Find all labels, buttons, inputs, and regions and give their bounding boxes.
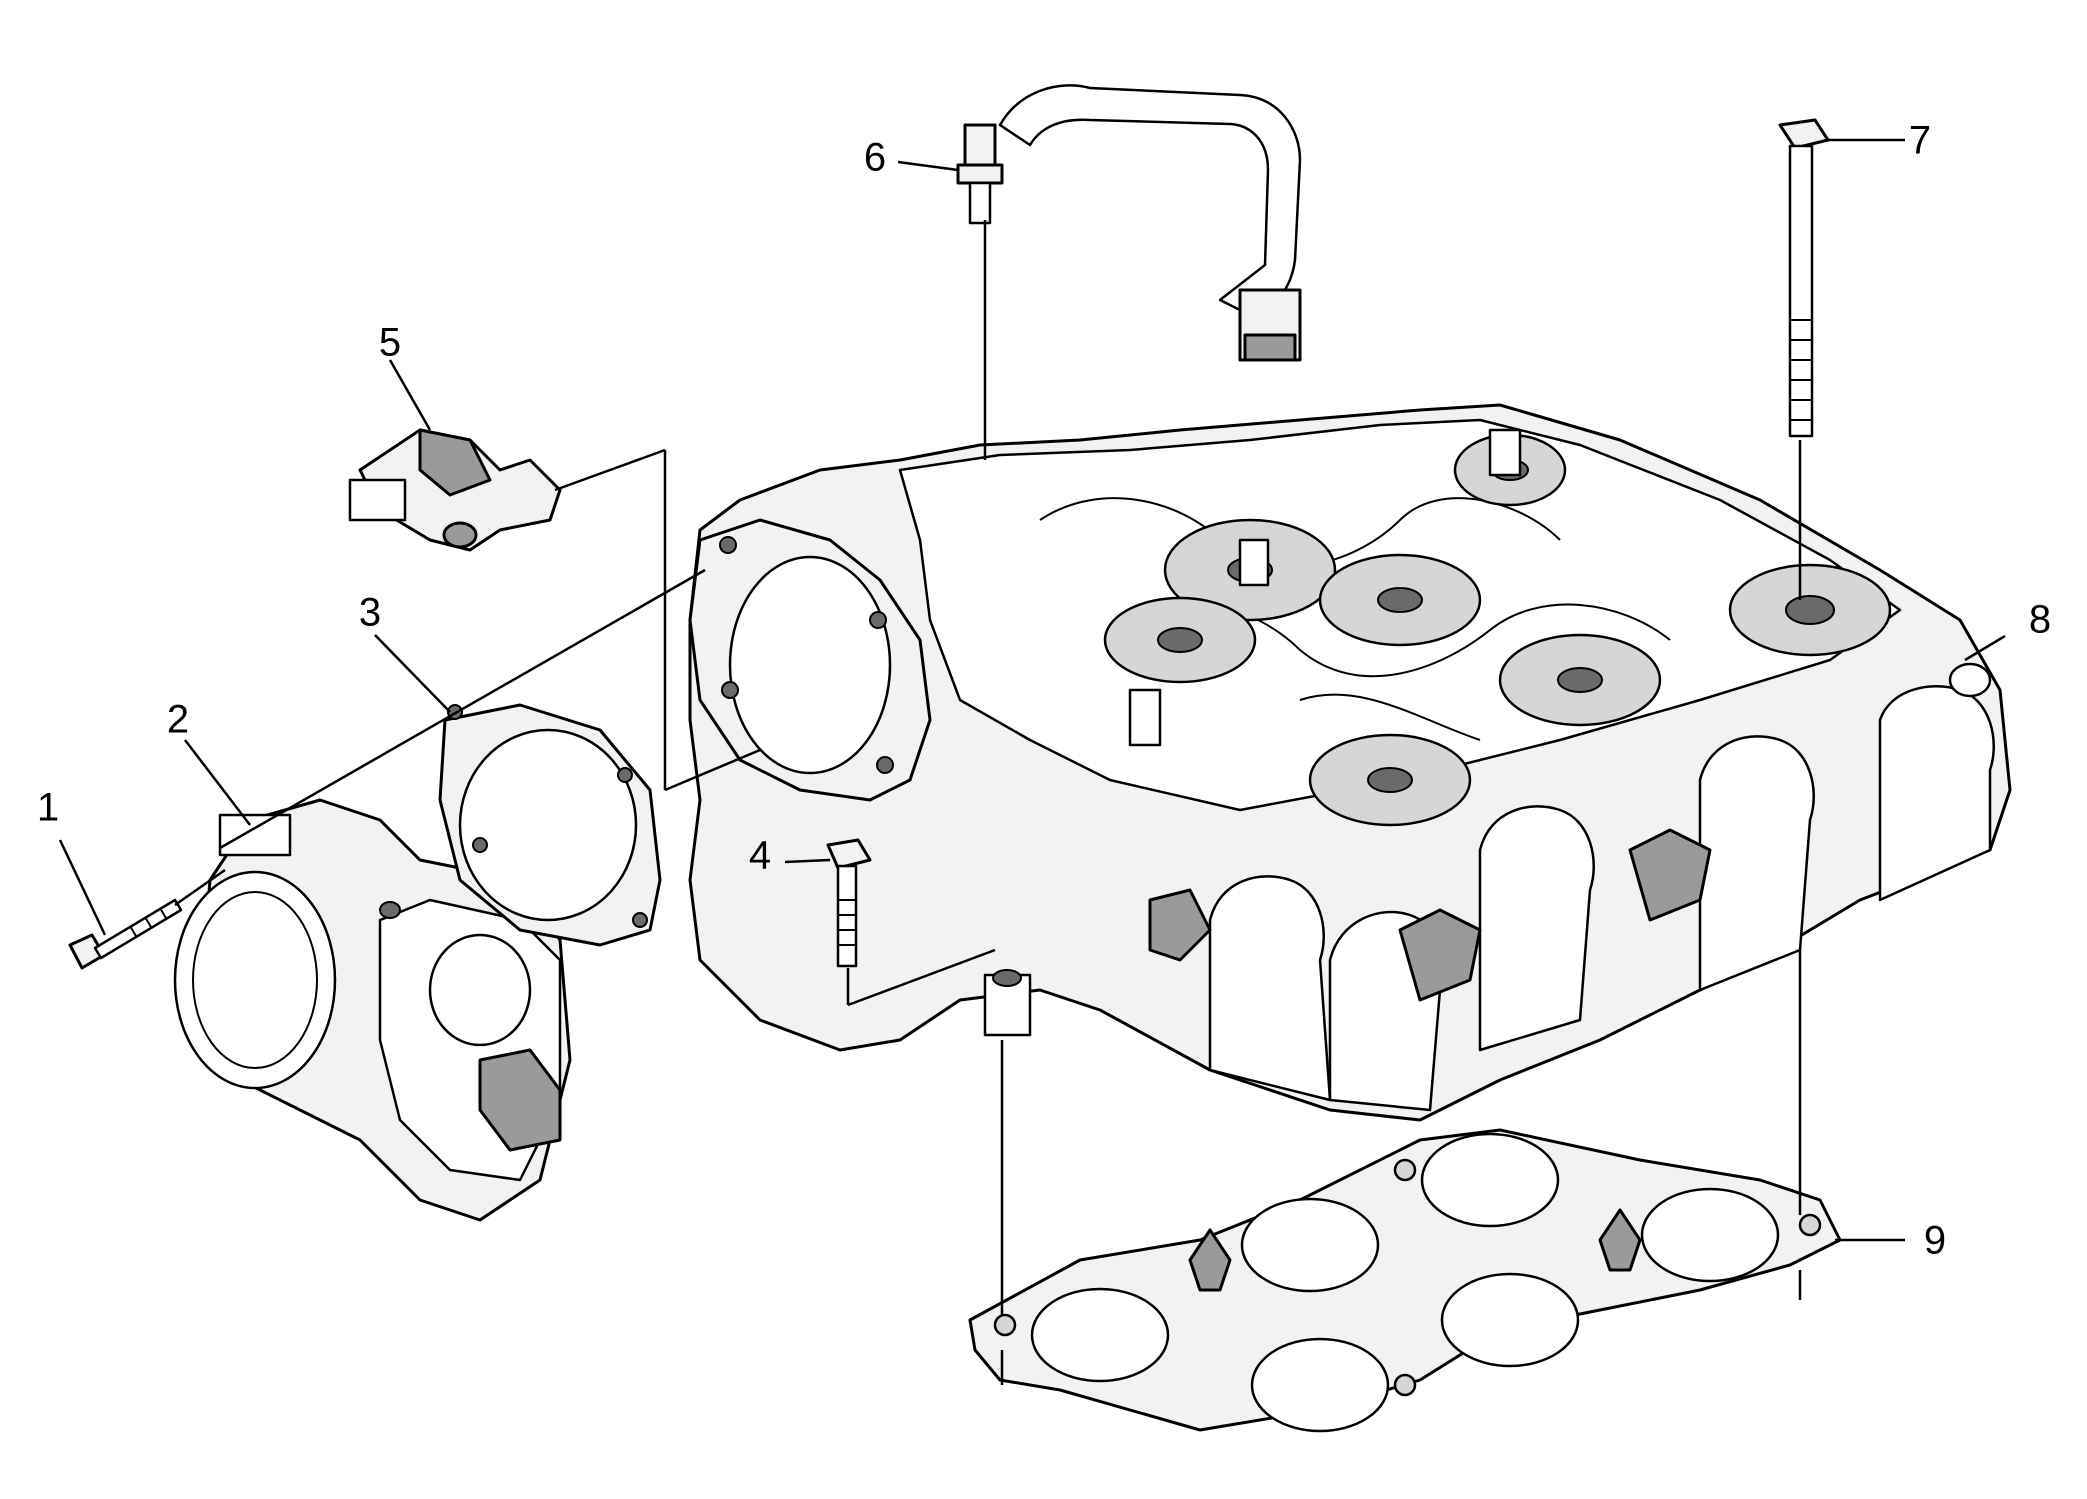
throttle-body-gasket: [438, 703, 662, 947]
callouts: 1 2 3 4 5 6 7 8 9: [37, 119, 2051, 1263]
callout-3: 3: [359, 591, 381, 635]
callout-7: 7: [1909, 119, 1931, 163]
callout-1: 1: [37, 786, 59, 830]
throttle-body-bolt: [68, 898, 183, 970]
callout-9: 9: [1924, 1219, 1946, 1263]
callout-8: 8: [2029, 598, 2051, 642]
callout-6: 6: [864, 136, 886, 180]
throttle-body: [173, 798, 572, 1222]
leader-lines: [58, 138, 2006, 1385]
intake-manifold-gasket: [968, 1128, 1842, 1433]
purge-solenoid-valve: [348, 428, 562, 552]
callout-2: 2: [167, 698, 189, 742]
callout-4: 4: [749, 834, 771, 878]
intake-manifold: [688, 403, 2012, 1122]
callout-5: 5: [379, 321, 401, 365]
manifold-mounting-bolt: [826, 838, 872, 968]
pcv-hose: [956, 84, 1302, 362]
manifold-long-bolt: [1778, 118, 1830, 438]
